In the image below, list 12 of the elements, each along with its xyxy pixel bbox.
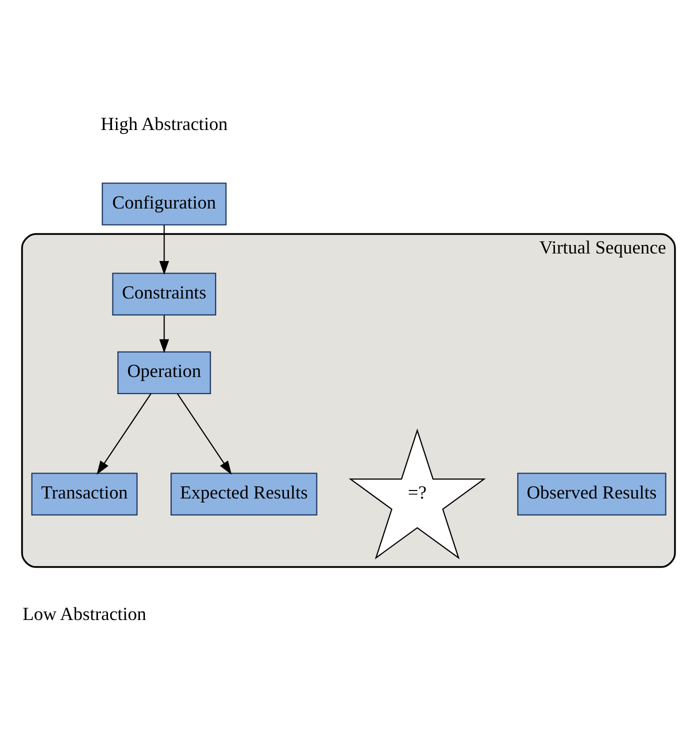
node-box: Transaction: [31, 472, 138, 516]
node-box: Configuration: [102, 182, 227, 225]
node-text: High Abstraction: [100, 113, 228, 134]
node-box: Constraints: [112, 272, 216, 316]
node-box: Expected Results: [170, 472, 318, 516]
arrow: [159, 224, 170, 274]
arrow: [96, 392, 152, 474]
arrow: [176, 392, 232, 474]
arrow: [159, 314, 170, 353]
node-box: Observed Results: [517, 472, 666, 516]
node-box: Operation: [117, 350, 211, 394]
node-text: Low Abstraction: [22, 603, 146, 624]
